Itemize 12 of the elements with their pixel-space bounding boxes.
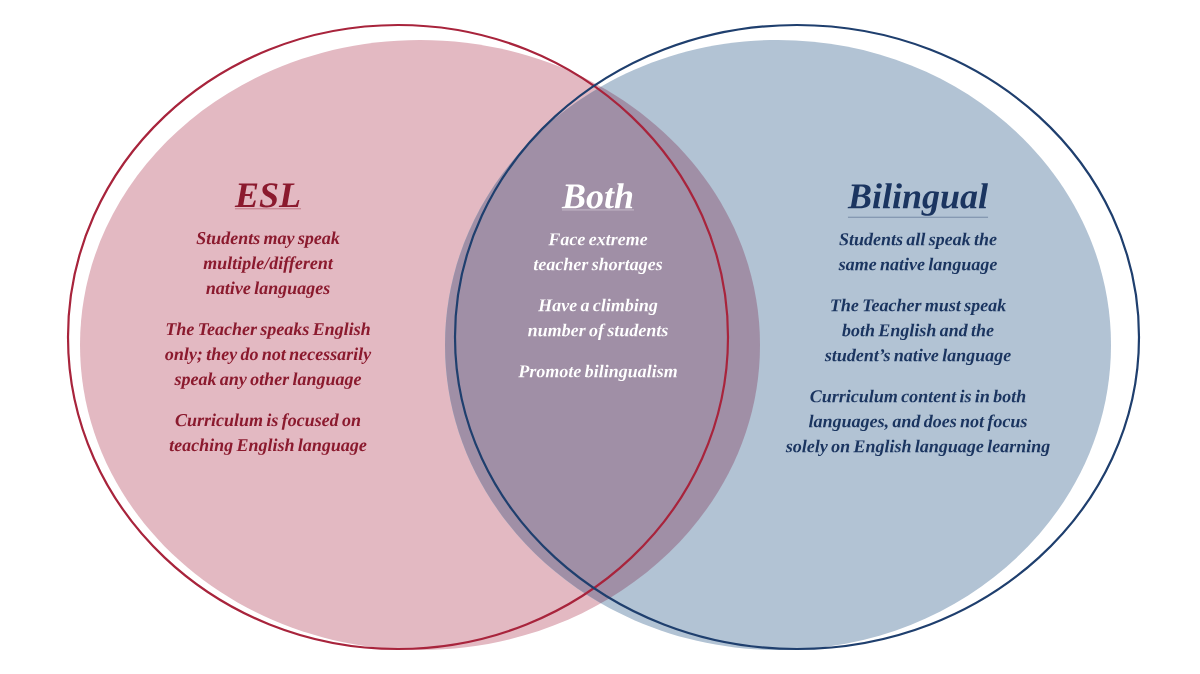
body-text: The Teacher must speak both English and the student’s native language [824,298,1011,365]
body-text: Promote bilingualism [518,364,677,381]
heading: ESL [234,183,302,209]
body-text: Students may speak multiple/different native languages [196,231,340,298]
body-text: Curriculum content is in both languages, and does not focus solely on English language learning [785,389,1050,457]
body-text: The Teacher speaks English only; they do not necessarily speak any other language [165,322,372,389]
heading: Bilingual [847,183,989,218]
heading: Both [561,183,635,211]
body-text: Curriculum is focused on teaching English language [169,413,367,455]
body-text: Have a climbing number of students [528,298,668,340]
body-text: Students all speak the same native language [838,232,997,274]
body-text: Face extreme teacher shortages [533,233,663,274]
